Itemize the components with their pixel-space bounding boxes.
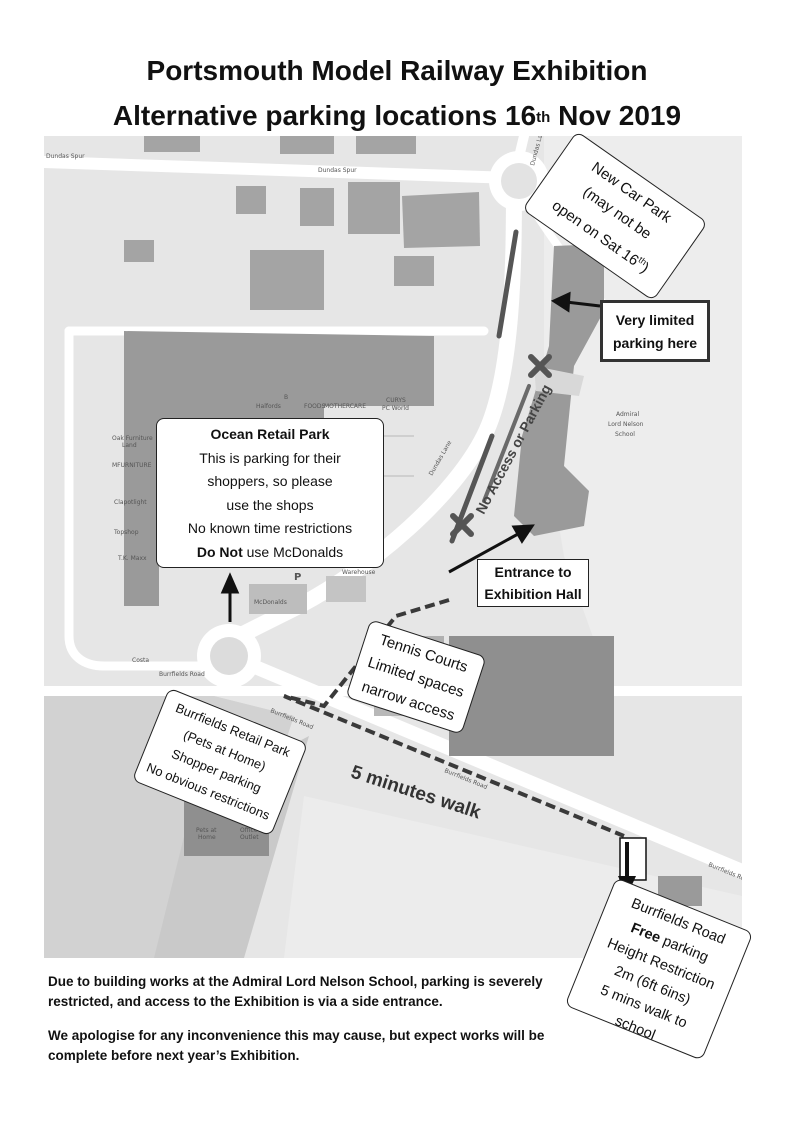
arrow-very-limited (565, 300, 601, 308)
poi-label-halfords: Halfords (256, 403, 281, 410)
title-line-2-date: Nov 2019 (550, 100, 682, 131)
poi-label-office: Office (240, 827, 258, 834)
poi-label-mothercare: MOTHERCARE (324, 403, 366, 410)
ocean-retail-line-3: use the shops (226, 496, 314, 513)
poi-label-mcdonalds: McDonalds (254, 599, 287, 606)
poi-label-oak-land: Land (122, 442, 137, 449)
ocean-retail-do-not: Do Not (196, 543, 243, 560)
ocean-retail-title: Ocean Retail Park (210, 426, 330, 442)
parking-p-label: P (294, 572, 301, 583)
entrance-line-1: Entrance to (494, 564, 572, 580)
poi-label-mfurniture: MFURNITURE (112, 462, 152, 469)
poi-label-oak-furniture: Oak Furniture (112, 435, 153, 442)
footer-paragraph-2: We apologise for any inconvenience this … (48, 1028, 545, 1063)
poi-label-pc-world: PC World (382, 405, 409, 412)
poi-label-clapotlight: Clapotlight (114, 499, 147, 506)
callout-ocean-retail-park: Ocean Retail Park This is parking for th… (156, 418, 384, 568)
street-label-burrfields-road-1: Burrfields Road (159, 671, 205, 678)
title-line-2-superscript: th (536, 109, 551, 126)
no-access-marker-south (450, 513, 474, 537)
poi-label-foods: FOODS (304, 403, 326, 410)
poi-label-tkmaxx: T.K. Maxx (117, 555, 147, 562)
poi-label-warehouse: Warehouse (342, 569, 376, 576)
poi-label-outlet: Outlet (240, 834, 259, 841)
street-label-dundas-spur: Dundas Spur (318, 167, 357, 174)
arrow-entrance (448, 532, 519, 574)
title-line-2-main: Alternative parking locations 16 (112, 100, 537, 131)
callout-entrance-exhibition-hall: Entrance to Exhibition Hall (477, 559, 589, 607)
very-limited-line-1: Very limited (615, 312, 695, 328)
ocean-retail-line-2: shoppers, so please (207, 473, 333, 489)
poi-label-home: Home (198, 834, 216, 841)
poi-label-pets-at: Pets at (196, 827, 217, 834)
ocean-retail-line-1: This is parking for their (199, 449, 341, 466)
no-access-marker-north (528, 354, 552, 378)
title-line-1: Portsmouth Model Railway Exhibition (146, 55, 648, 86)
poi-label-costa: Costa (132, 657, 149, 664)
poi-label-topshop: Topshop (113, 529, 139, 536)
poi-label-lord-nelson: Lord Nelson (608, 421, 644, 428)
ocean-retail-line-4: No known time restrictions (187, 520, 353, 536)
street-label-dundas-spur-left: Dundas Spur (46, 153, 85, 160)
poi-label-admiral: Admiral (616, 411, 639, 418)
ocean-retail-line-5: Do Not use McDonalds (157, 541, 383, 565)
ocean-retail-mcdonalds: use McDonalds (242, 543, 344, 560)
footer-paragraph-1: Due to building works at the Admiral Lor… (48, 974, 543, 1009)
entrance-line-2: Exhibition Hall (484, 586, 582, 602)
very-limited-line-2: parking here (612, 335, 698, 351)
poi-label-boots: B (284, 394, 288, 401)
poi-label-curys: CURYS (386, 397, 406, 404)
arrow-burrfields-road (618, 837, 647, 896)
poi-label-school: School (615, 431, 635, 438)
title-line-2: Alternative parking locations 16th Nov 2… (0, 99, 794, 133)
callout-very-limited-parking: Very limited parking here (600, 300, 710, 362)
